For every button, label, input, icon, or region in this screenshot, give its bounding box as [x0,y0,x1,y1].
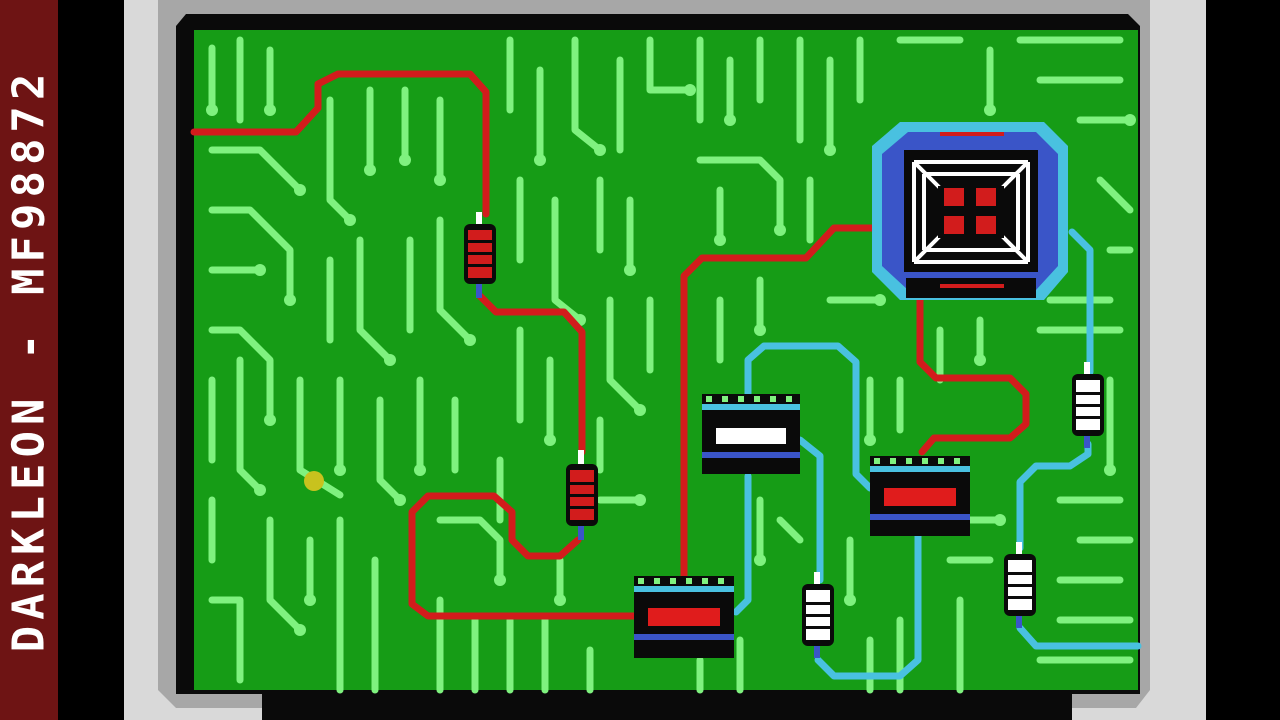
dip-chip-red-bottom[interactable] [634,576,734,658]
console-base [262,690,1072,720]
green-traces [208,36,1134,694]
cpu-chip-icon[interactable] [872,122,1068,300]
player-cursor-icon[interactable] [304,471,324,491]
trace-pads [206,84,1136,636]
resistor-red-top[interactable] [464,212,496,298]
dip-chip-red-right[interactable] [870,456,970,536]
watermark-strip: DARKLEON - MF98872 [0,0,58,720]
red-wire [190,70,1030,620]
cyan-wire [732,228,1142,680]
resistor-white-right[interactable] [1072,362,1104,448]
resistor-red-middle[interactable] [566,450,598,540]
dip-chip-white[interactable] [702,394,800,474]
resistor-white-bottom[interactable] [802,572,834,658]
resistor-white-low-right[interactable] [1004,542,1036,628]
